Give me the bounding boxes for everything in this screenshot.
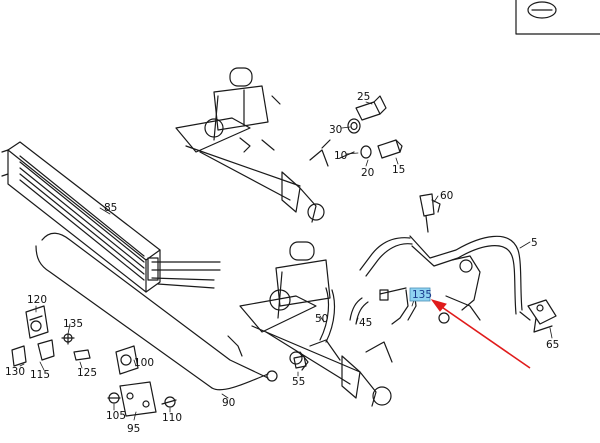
callout-110: 110 [162, 412, 182, 424]
callout-90: 90 [222, 397, 235, 409]
callout-10: 10 [334, 150, 347, 162]
callout-120: 120 [27, 294, 47, 306]
callout-labels: 25 30 10 20 15 85 60 5 120 135 130 115 1… [5, 91, 559, 435]
red-arrow [430, 299, 531, 369]
callout-105: 105 [106, 410, 126, 422]
callout-45: 45 [359, 317, 372, 329]
lower-pump-assembly [239, 241, 393, 407]
callout-135-highlighted: 135 [412, 289, 432, 301]
oil-cooler [1, 141, 221, 293]
callout-20: 20 [361, 167, 374, 179]
callout-55: 55 [292, 376, 305, 388]
callout-85: 85 [104, 202, 117, 214]
callout-115: 115 [30, 369, 50, 381]
callout-60: 60 [440, 190, 453, 202]
callout-65: 65 [546, 339, 559, 351]
pipe-loop [35, 232, 278, 391]
small-parts [11, 305, 307, 417]
callout-30: 30 [329, 124, 342, 136]
callout-50: 50 [315, 313, 328, 325]
fitting-60 [419, 193, 441, 233]
callout-15: 15 [392, 164, 405, 176]
callout-100: 100 [134, 357, 154, 369]
hoses [319, 235, 523, 343]
callout-125: 125 [77, 367, 97, 379]
corner-inset [515, 0, 600, 35]
callout-130: 130 [5, 366, 25, 378]
callout-25: 25 [357, 91, 370, 103]
callout-95: 95 [127, 423, 140, 435]
leader-lines [19, 101, 553, 421]
callout-135-left: 135 [63, 318, 83, 330]
upper-pump-assembly [175, 67, 331, 223]
clamp-65 [519, 299, 557, 333]
callout-5: 5 [531, 237, 538, 249]
fittings-group [339, 95, 403, 159]
highlight-box [409, 287, 431, 302]
